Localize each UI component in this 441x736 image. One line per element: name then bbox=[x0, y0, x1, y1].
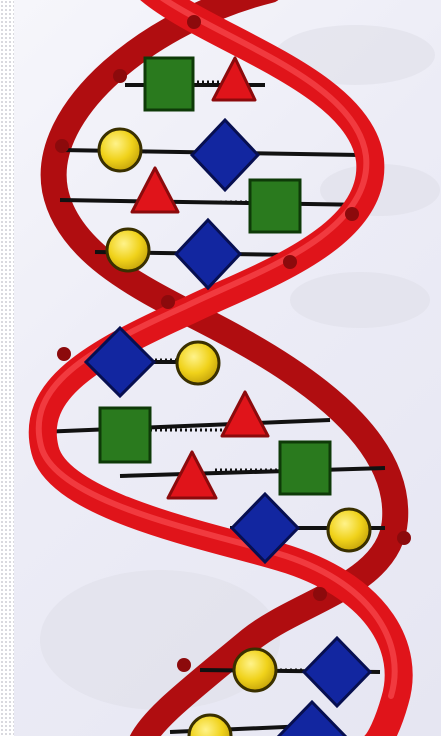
square-base bbox=[145, 58, 193, 110]
triangle-base bbox=[222, 392, 268, 436]
square-base bbox=[100, 408, 150, 462]
circle-base bbox=[189, 715, 231, 736]
triangle-base bbox=[132, 168, 178, 212]
diamond-base bbox=[279, 702, 345, 736]
circle-base bbox=[99, 129, 141, 171]
diamond-base bbox=[304, 638, 370, 706]
triangle-base bbox=[213, 58, 255, 100]
circle-base bbox=[328, 509, 370, 551]
square-base bbox=[250, 180, 300, 232]
circle-base bbox=[234, 649, 276, 691]
circle-base bbox=[177, 342, 219, 384]
circle-base bbox=[107, 229, 149, 271]
square-base bbox=[280, 442, 330, 494]
diamond-base bbox=[192, 120, 258, 190]
